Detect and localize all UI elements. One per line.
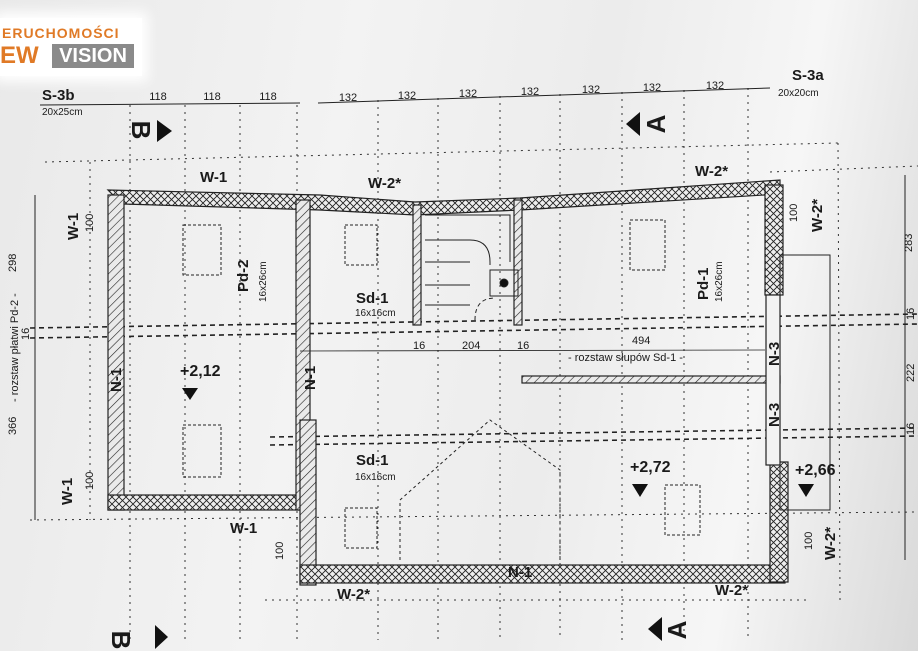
beam-lines [29, 313, 918, 446]
dim-204: 204 [462, 340, 480, 352]
section-arrow-icon [157, 120, 172, 142]
dim-16-left: 16 [20, 328, 32, 340]
door-swing [474, 297, 496, 321]
wall-label-n3-lower: N-3 [766, 403, 783, 427]
level-marker-icon [798, 484, 814, 497]
dim-16-post-right: 16 [517, 340, 529, 352]
post-spacing-label: - rozstaw słupów Sd-1 - [568, 352, 683, 364]
post-sd1-label-upper: Sd-1 [356, 290, 389, 307]
level-212: +2,12 [180, 363, 221, 380]
dim-top-right: 132 [521, 86, 539, 98]
dim-16-right-lower: 16 [905, 423, 917, 435]
chimney-box [489, 269, 519, 297]
column-s3b-label: S-3b [42, 87, 75, 104]
column-s3b-size: 20x25cm [42, 107, 83, 118]
wall-label-n3-upper: N-3 [766, 342, 783, 366]
dim-298: 298 [7, 254, 19, 272]
level-marker-icon [182, 388, 198, 400]
section-arrow-icon [155, 625, 168, 649]
purlin-pd2-label: Pd-2 [235, 259, 252, 292]
wall-stair-right [513, 199, 523, 326]
skylight [182, 424, 222, 478]
dim-100: 100 [84, 214, 96, 232]
wall-n3 [765, 294, 781, 466]
purlin-pd2-size: 16x26cm [258, 261, 269, 302]
stair-outline [425, 214, 511, 306]
section-a-bottom: A [662, 620, 692, 639]
dim-top-left: 118 [203, 91, 221, 103]
dim-494: 494 [632, 335, 650, 347]
wall-partition [521, 375, 781, 384]
wall-label-w2-bottom: W-2* [337, 586, 370, 603]
wall-label-w2-top: W-2* [368, 175, 401, 192]
dim-top-left: 118 [259, 91, 277, 103]
logo-text-top: ERUCHOMOŚCI [2, 25, 120, 41]
chimney-icon [499, 278, 509, 288]
company-logo: ERUCHOMOŚCI EW VISION [0, 18, 142, 76]
dim-366: 366 [7, 417, 19, 435]
top-dimension-line [39, 87, 771, 106]
dim-100: 100 [274, 542, 286, 560]
dim-283: 283 [903, 234, 915, 252]
wall-left [107, 194, 125, 511]
wall-label-w2-bottom-right: W-2* [715, 582, 748, 599]
skylight [182, 224, 222, 276]
post-sd1-size-upper: 16x16cm [355, 308, 396, 319]
dim-top-right: 132 [643, 82, 661, 94]
dim-top-right: 132 [339, 92, 357, 104]
wall-label-w1-left: W-1 [65, 213, 82, 240]
dim-top-left: 118 [149, 91, 167, 103]
wall-label-w2-right-lower: W-2* [822, 527, 839, 560]
level-272: +2,72 [630, 459, 671, 476]
wall-lower-left [299, 419, 317, 586]
terrace-outline [779, 254, 831, 511]
wall-right-lower [769, 461, 789, 583]
level-266: +2,66 [795, 462, 836, 479]
wall-label-w1-top: W-1 [200, 169, 227, 186]
dim-222: 222 [905, 364, 917, 382]
skylight [344, 507, 378, 549]
wall-label-n1-mid: N-1 [302, 366, 319, 390]
dim-top-right: 132 [398, 90, 416, 102]
wall-left-bottom [107, 494, 304, 511]
post-sd1-label-lower: Sd-1 [356, 452, 389, 469]
section-arrow-icon [626, 112, 640, 136]
roof-window-outline [399, 419, 561, 560]
dim-16-post-left: 16 [413, 340, 425, 352]
wall-stair-left [412, 204, 422, 326]
wall-bottom [299, 564, 786, 584]
dim-100: 100 [803, 532, 815, 550]
section-a-top: A [641, 114, 671, 133]
section-b-top: B [126, 121, 156, 140]
dim-top-right: 132 [582, 84, 600, 96]
skylight [344, 224, 378, 266]
purlin-pd1-label: Pd-1 [695, 267, 712, 300]
wall-label-n1-bottom: N-1 [508, 564, 532, 581]
level-marker-icon [632, 484, 648, 497]
dim-100: 100 [84, 472, 96, 490]
section-b-bottom: B [106, 631, 136, 650]
skylight [629, 219, 666, 271]
wall-label-w1-left-lower: W-1 [59, 478, 76, 505]
dim-16-right: 16 [905, 308, 917, 320]
purlin-spacing-label: - rozstaw płatwi Pd-2 - [9, 293, 21, 402]
column-s3a-size: 20x20cm [778, 88, 819, 99]
dim-top-right: 132 [706, 80, 724, 92]
wall-label-w1-bottom: W-1 [230, 520, 257, 537]
section-arrow-icon [648, 617, 662, 641]
wall-label-w2-right: W-2* [809, 199, 826, 232]
logo-text-new: EW [0, 42, 39, 69]
dim-100: 100 [788, 204, 800, 222]
dim-top-right: 132 [459, 88, 477, 100]
walls [106, 179, 789, 586]
wall-label-n1-left: N-1 [108, 368, 125, 392]
skylight [664, 484, 701, 536]
column-s3a-label: S-3a [792, 67, 824, 84]
purlin-pd1-size: 16x26cm [714, 261, 725, 302]
wall-label-w2-top-right: W-2* [695, 163, 728, 180]
post-sd1-size-lower: 16x16cm [355, 472, 396, 483]
logo-text-vision: VISION [52, 44, 134, 68]
